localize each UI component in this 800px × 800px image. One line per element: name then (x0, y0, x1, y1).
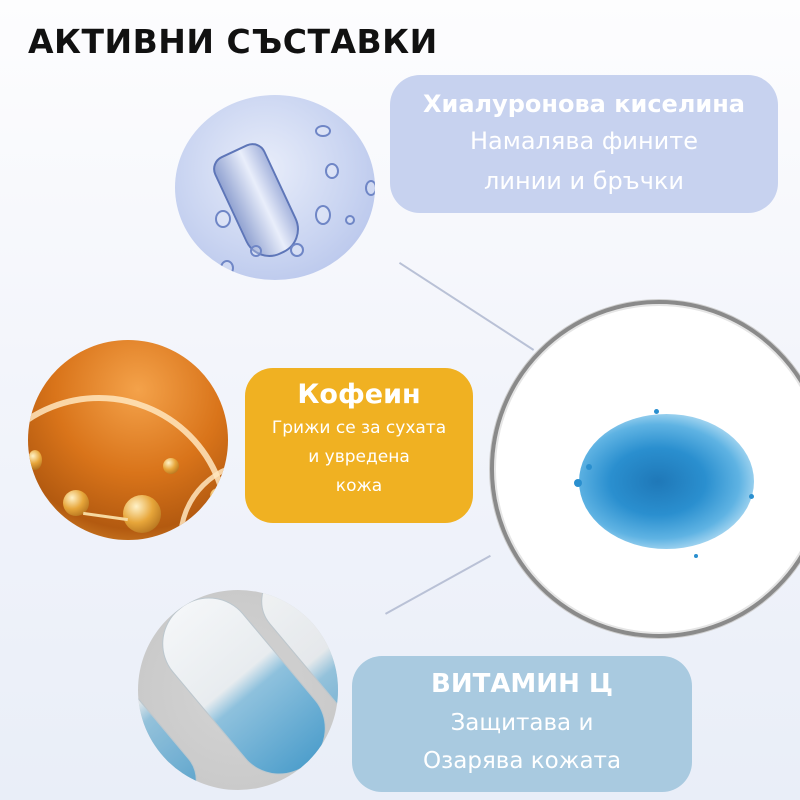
caffeine-image (28, 340, 228, 540)
ingredient-benefit: Защитава и (450, 710, 594, 736)
page-title: АКТИВНИ СЪСТАВКИ (28, 22, 438, 61)
ingredient-card-hyaluronic-acid: Хиалуронова киселина Намалява фините лин… (390, 75, 778, 213)
connector-line-bottom (385, 554, 491, 615)
powder-dish-image (490, 300, 800, 638)
vitamin-c-image (138, 590, 338, 790)
ingredient-benefit: и увредена (308, 447, 410, 467)
ingredient-card-caffeine: Кофеин Грижи се за сухата и увредена кож… (245, 368, 473, 523)
ingredient-card-vitamin-c: ВИТАМИН Ц Защитава и Озарява кожата (352, 656, 692, 792)
ingredient-benefit: кожа (335, 476, 383, 496)
ingredient-benefit: линии и бръчки (484, 167, 684, 195)
hyaluronic-acid-image (175, 95, 375, 280)
blue-powder-cluster (579, 414, 754, 549)
connector-line-top (399, 262, 535, 351)
ingredient-benefit: Озарява кожата (422, 748, 622, 774)
ingredient-name: Кофеин (297, 379, 421, 410)
ingredient-benefit: Грижи се за сухата (271, 418, 447, 438)
ingredient-name: ВИТАМИН Ц (431, 669, 613, 699)
ingredient-name: Хиалуронова киселина (423, 90, 745, 118)
ingredient-benefit: Намалява фините (470, 127, 698, 155)
